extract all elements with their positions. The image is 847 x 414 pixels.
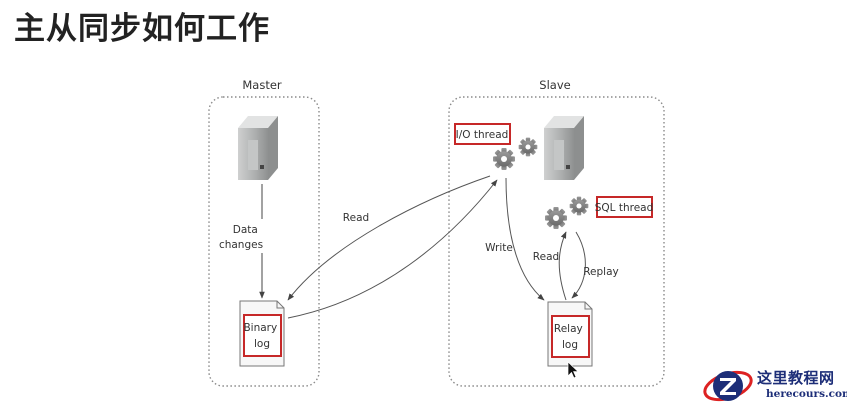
write-arrow bbox=[505, 177, 545, 301]
data-changes-label: Data changes bbox=[219, 224, 263, 251]
write-label: Write bbox=[485, 242, 513, 254]
master-server-icon bbox=[238, 116, 278, 180]
relay-log-label: Relay log bbox=[554, 323, 586, 351]
watermark: 这里教程网 herecours.com bbox=[700, 362, 847, 410]
io-thread-gear-icon bbox=[493, 148, 515, 170]
page-title: 主从同步如何工作 bbox=[14, 11, 270, 47]
sql-thread-gear-icon bbox=[545, 207, 567, 229]
master-container bbox=[208, 96, 320, 387]
io-thread-label: I/O thread bbox=[456, 129, 509, 141]
sql-thread-highlight bbox=[596, 196, 653, 218]
binary-log-label: Binary log bbox=[243, 322, 280, 350]
mouse-cursor-icon bbox=[567, 361, 579, 379]
io-thread-gear-small-icon bbox=[518, 137, 538, 157]
watermark-url: herecours.com bbox=[766, 388, 847, 400]
read-request-arc bbox=[287, 175, 491, 301]
read-master-label: Read bbox=[343, 212, 369, 224]
binary-log-document bbox=[239, 300, 285, 367]
binary-log-line-2: log bbox=[254, 338, 270, 350]
sql-thread-gear-small-icon bbox=[569, 196, 589, 216]
data-changes-line-1: Data bbox=[233, 224, 258, 236]
relay-log-line-1: Relay bbox=[554, 323, 583, 335]
watermark-name: 这里教程网 bbox=[757, 369, 835, 387]
relay-log-highlight bbox=[551, 315, 590, 358]
sql-thread-label: SQL thread bbox=[595, 202, 654, 214]
binary-log-line-1: Binary bbox=[243, 322, 277, 334]
slave-label: Slave bbox=[539, 78, 570, 92]
replay-arrow bbox=[571, 231, 586, 299]
slave-container bbox=[448, 96, 665, 387]
io-thread-highlight bbox=[454, 123, 511, 145]
relay-log-document bbox=[547, 301, 593, 367]
slave-server-icon bbox=[544, 116, 584, 180]
replay-label: Replay bbox=[583, 266, 619, 278]
relay-log-line-2: log bbox=[562, 339, 578, 351]
read-slave-arrow bbox=[558, 231, 567, 301]
data-changes-line-2: changes bbox=[219, 239, 263, 251]
read-response-arc bbox=[287, 179, 498, 319]
watermark-logo-icon bbox=[703, 370, 753, 402]
binary-log-highlight bbox=[243, 314, 282, 357]
read-slave-label: Read bbox=[533, 251, 559, 263]
master-label: Master bbox=[242, 78, 282, 92]
